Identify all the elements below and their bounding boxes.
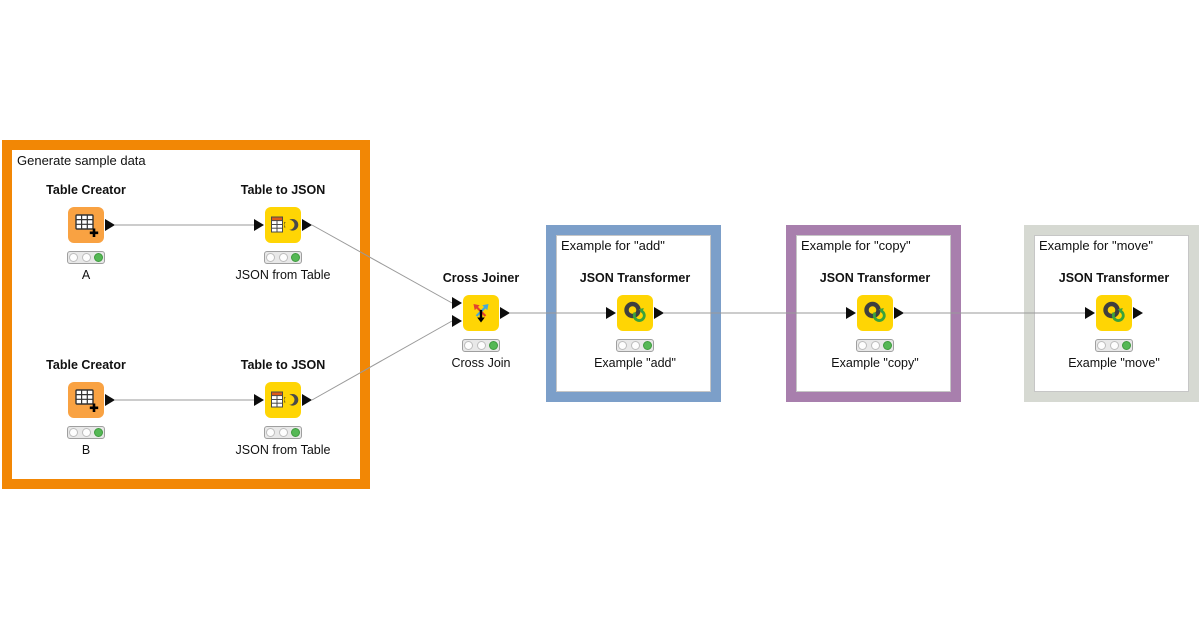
status-light-yellow [870, 341, 880, 350]
status-light-red [69, 253, 78, 262]
node-status-traffic-light [1095, 339, 1133, 352]
node-title: Table to JSON [240, 183, 326, 197]
node-table-to-json-a[interactable]: Table to JSON JSON from Table [208, 183, 358, 283]
node-label[interactable]: Cross Join [451, 356, 511, 370]
node-json-transformer-add[interactable]: JSON Transformer Example "add" [560, 271, 710, 371]
node-table-creator-a[interactable]: Table Creator A [11, 183, 161, 283]
json-transform-icon[interactable] [617, 295, 653, 331]
status-light-red [464, 341, 473, 350]
status-light-red [69, 428, 78, 437]
annotation-generate-sample-data[interactable]: Generate sample data [2, 140, 370, 489]
json-transform-icon[interactable] [857, 295, 893, 331]
node-json-transformer-copy[interactable]: JSON Transformer Example "copy" [800, 271, 950, 371]
connection-line[interactable] [311, 224, 453, 304]
status-light-red [266, 428, 275, 437]
node-label[interactable]: Example "add" [594, 356, 676, 370]
node-title: JSON Transformer [1058, 271, 1170, 285]
input-port[interactable] [1085, 307, 1095, 319]
connection-line[interactable] [311, 320, 453, 401]
input-port[interactable] [846, 307, 856, 319]
node-json-transformer-move[interactable]: JSON Transformer Example "move" [1039, 271, 1189, 371]
output-port[interactable] [302, 394, 312, 406]
status-light-green [94, 253, 103, 262]
status-light-yellow [81, 428, 91, 437]
status-light-red [266, 253, 275, 262]
output-port[interactable] [105, 394, 115, 406]
status-light-green [291, 428, 300, 437]
node-title: Cross Joiner [442, 271, 520, 285]
output-port[interactable] [302, 219, 312, 231]
node-status-traffic-light [264, 426, 302, 439]
node-status-traffic-light [616, 339, 654, 352]
node-status-traffic-light [67, 426, 105, 439]
status-light-red [1097, 341, 1106, 350]
output-port[interactable] [654, 307, 664, 319]
status-light-green [643, 341, 652, 350]
status-light-green [1122, 341, 1131, 350]
node-label[interactable]: JSON from Table [235, 268, 331, 282]
node-table-creator-b[interactable]: Table Creator B [11, 358, 161, 458]
output-port[interactable] [894, 307, 904, 319]
node-label[interactable]: JSON from Table [235, 443, 331, 457]
status-light-green [94, 428, 103, 437]
status-light-yellow [81, 253, 91, 262]
status-light-green [291, 253, 300, 262]
input-port[interactable] [452, 297, 462, 309]
node-status-traffic-light [264, 251, 302, 264]
status-light-yellow [630, 341, 640, 350]
table-to-json-icon[interactable] [265, 207, 301, 243]
annotation-text: Example for "move" [1039, 238, 1153, 253]
output-port[interactable] [500, 307, 510, 319]
node-title: JSON Transformer [819, 271, 931, 285]
status-light-red [858, 341, 867, 350]
input-port[interactable] [452, 315, 462, 327]
status-light-red [618, 341, 627, 350]
node-label[interactable]: B [81, 443, 91, 457]
node-label[interactable]: A [81, 268, 91, 282]
input-port[interactable] [254, 394, 264, 406]
node-cross-joiner[interactable]: Cross Joiner Cross Join [406, 271, 556, 371]
output-port[interactable] [105, 219, 115, 231]
status-light-yellow [278, 253, 288, 262]
annotation-text: Example for "copy" [801, 238, 911, 253]
node-label[interactable]: Example "move" [1068, 356, 1160, 370]
annotation-text: Generate sample data [17, 153, 146, 168]
status-light-yellow [476, 341, 486, 350]
status-light-yellow [278, 428, 288, 437]
cross-arrows-icon[interactable] [463, 295, 499, 331]
status-light-green [883, 341, 892, 350]
node-status-traffic-light [462, 339, 500, 352]
table-plus-icon[interactable] [68, 207, 104, 243]
node-title: Table Creator [46, 183, 126, 197]
output-port[interactable] [1133, 307, 1143, 319]
node-status-traffic-light [856, 339, 894, 352]
annotation-text: Example for "add" [561, 238, 665, 253]
table-plus-icon[interactable] [68, 382, 104, 418]
node-title: Table Creator [46, 358, 126, 372]
json-transform-icon[interactable] [1096, 295, 1132, 331]
node-table-to-json-b[interactable]: Table to JSON JSON from Table [208, 358, 358, 458]
node-title: JSON Transformer [579, 271, 691, 285]
input-port[interactable] [606, 307, 616, 319]
node-label[interactable]: Example "copy" [831, 356, 919, 370]
status-light-yellow [1109, 341, 1119, 350]
table-to-json-icon[interactable] [265, 382, 301, 418]
node-title: Table to JSON [240, 358, 326, 372]
input-port[interactable] [254, 219, 264, 231]
node-status-traffic-light [67, 251, 105, 264]
status-light-green [489, 341, 498, 350]
